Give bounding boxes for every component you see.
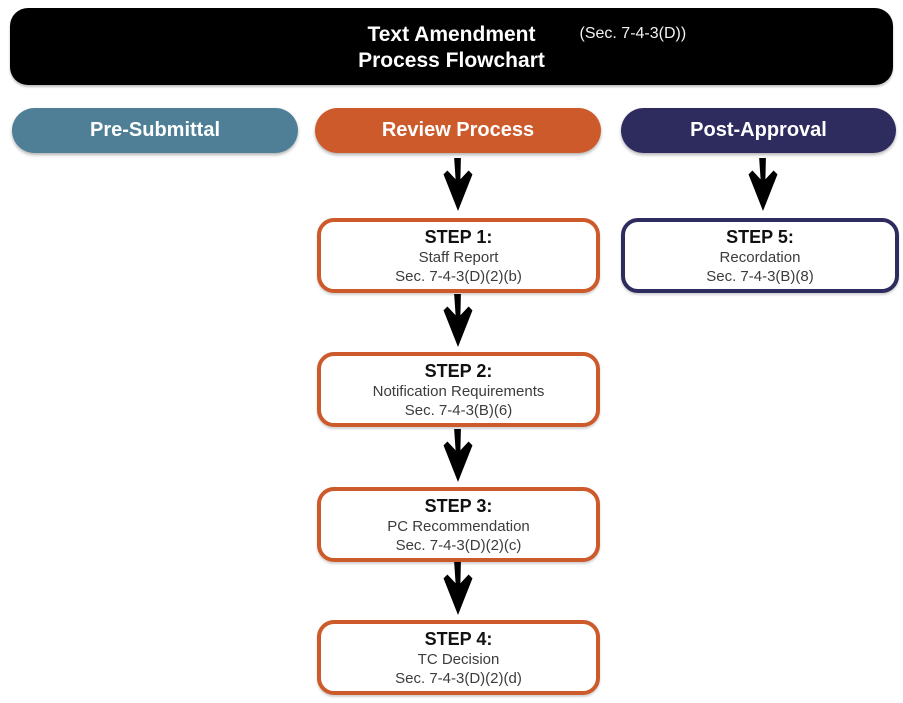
page-title: Text Amendment bbox=[367, 23, 536, 46]
step-2-box: STEP 2: Notification Requirements Sec. 7… bbox=[317, 352, 600, 427]
step-4-box: STEP 4: TC Decision Sec. 7-4-3(D)(2)(d) bbox=[317, 620, 600, 695]
step-section-ref: Sec. 7-4-3(B)(6) bbox=[404, 402, 513, 419]
step-title: STEP 1: bbox=[424, 227, 493, 247]
column-header-post-approval: Post-Approval bbox=[621, 108, 896, 153]
step-name: Notification Requirements bbox=[372, 383, 545, 400]
down-arrow-icon bbox=[443, 294, 473, 348]
column-label: Post-Approval bbox=[690, 119, 827, 141]
down-arrow-icon bbox=[748, 158, 778, 212]
page-subtitle: Process Flowchart bbox=[358, 49, 545, 72]
step-name: PC Recommendation bbox=[387, 518, 530, 535]
step-name: TC Decision bbox=[417, 651, 500, 668]
section-reference: (Sec. 7-4-3(D)) bbox=[579, 25, 687, 42]
column-label: Review Process bbox=[381, 119, 535, 141]
step-5-box: STEP 5: Recordation Sec. 7-4-3(B)(8) bbox=[621, 218, 899, 293]
title-banner: Text Amendment (Sec. 7-4-3(D)) Process F… bbox=[10, 8, 893, 85]
down-arrow-icon bbox=[443, 158, 473, 212]
step-section-ref: Sec. 7-4-3(D)(2)(d) bbox=[395, 670, 522, 687]
down-arrow-icon bbox=[443, 562, 473, 616]
column-label: Pre-Submittal bbox=[89, 119, 221, 141]
down-arrow-icon bbox=[443, 429, 473, 483]
step-3-box: STEP 3: PC Recommendation Sec. 7-4-3(D)(… bbox=[317, 487, 600, 562]
step-title: STEP 3: bbox=[424, 496, 493, 516]
step-section-ref: Sec. 7-4-3(D)(2)(c) bbox=[395, 537, 522, 554]
step-title: STEP 2: bbox=[424, 361, 493, 381]
step-title: STEP 4: bbox=[424, 629, 493, 649]
step-title: STEP 5: bbox=[726, 227, 794, 247]
title-line1: Text Amendment (Sec. 7-4-3(D)) bbox=[367, 22, 686, 48]
step-1-box: STEP 1: Staff Report Sec. 7-4-3(D)(2)(b) bbox=[317, 218, 600, 293]
step-name: Recordation bbox=[719, 249, 801, 266]
step-name: Staff Report bbox=[418, 249, 499, 266]
column-header-review-process: Review Process bbox=[315, 108, 601, 153]
step-section-ref: Sec. 7-4-3(B)(8) bbox=[706, 268, 814, 285]
step-section-ref: Sec. 7-4-3(D)(2)(b) bbox=[395, 268, 522, 285]
column-header-pre-submittal: Pre-Submittal bbox=[12, 108, 298, 153]
